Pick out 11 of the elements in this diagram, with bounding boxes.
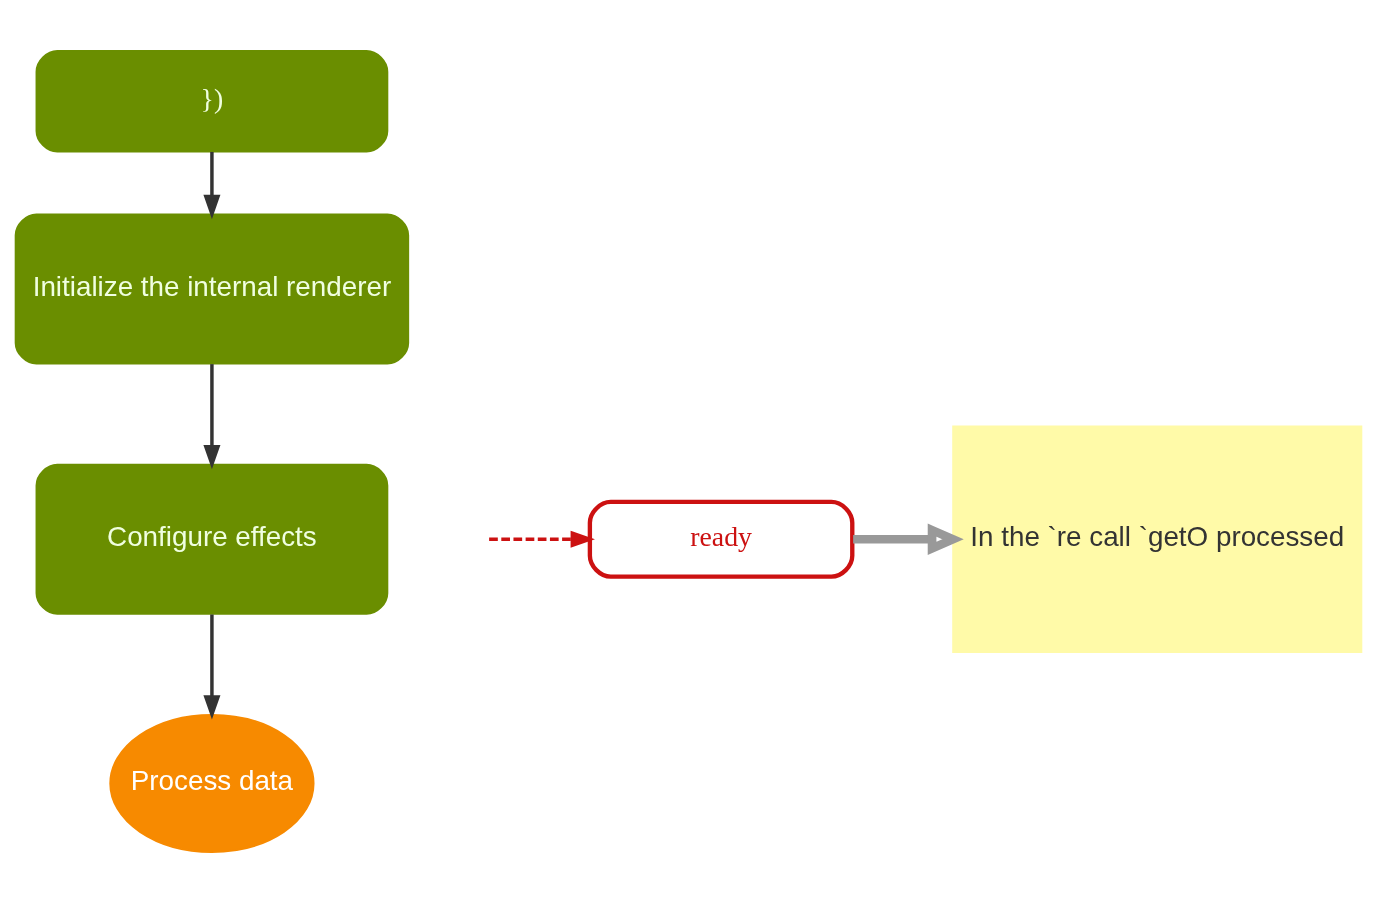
node-box: ready [587, 499, 855, 579]
node-ellipse: Process data [109, 713, 315, 853]
node-box: Initialize the internal renderer [14, 213, 410, 365]
node-box: In the `re call `getO processed [952, 425, 1363, 654]
arrow [489, 530, 595, 548]
arrow [853, 523, 964, 556]
node-box: }) [35, 50, 389, 153]
arrow [203, 151, 221, 220]
node-box: Configure effects [35, 463, 389, 615]
arrow [203, 364, 221, 470]
arrow [203, 614, 221, 720]
